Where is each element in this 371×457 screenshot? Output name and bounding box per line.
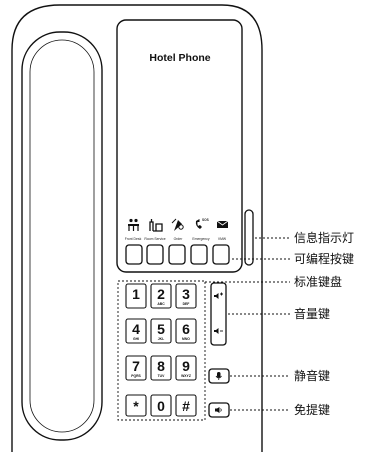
svg-text:MNO: MNO xyxy=(182,337,190,341)
callout-volume: 音量键 xyxy=(294,306,330,321)
svg-text:TUV: TUV xyxy=(158,374,166,378)
svg-text:DEF: DEF xyxy=(183,302,190,306)
svg-text:ABC: ABC xyxy=(157,302,165,306)
callout-handsfree: 免提键 xyxy=(294,402,330,417)
programmable-button-2[interactable] xyxy=(146,244,164,265)
svg-text:6: 6 xyxy=(182,321,190,337)
key-0[interactable]: 0 xyxy=(150,394,172,417)
person-desk-icon xyxy=(128,218,139,231)
fn-label-vmw: VMW xyxy=(218,237,227,241)
svg-text:GHI: GHI xyxy=(133,337,139,341)
speaker-icon xyxy=(215,407,222,413)
programmable-button-3[interactable] xyxy=(168,244,186,265)
phone-body xyxy=(11,4,263,452)
fn-label-order: Order xyxy=(174,237,184,241)
key-2[interactable]: 2 ABC xyxy=(150,283,172,309)
screen-panel xyxy=(116,19,243,273)
svg-text:PQRS: PQRS xyxy=(131,374,141,378)
room-service-icon xyxy=(149,219,163,232)
svg-text:SOS: SOS xyxy=(202,218,209,222)
handsfree-button[interactable] xyxy=(208,402,230,418)
svg-text:5: 5 xyxy=(157,321,165,337)
programmable-button-4[interactable] xyxy=(190,244,208,265)
function-labels: Front Desk Room Service Order Emergency … xyxy=(125,237,227,241)
callout-programmable: 可编程按键 xyxy=(294,251,354,266)
key-4[interactable]: 4 GHI xyxy=(125,318,147,344)
key-1[interactable]: 1 xyxy=(125,283,147,309)
key-hash[interactable]: # xyxy=(175,394,197,417)
callout-indicator: 信息指示灯 xyxy=(294,230,354,245)
key-star[interactable]: * xyxy=(125,394,147,417)
mute-button[interactable] xyxy=(208,368,230,384)
programmable-buttons xyxy=(125,244,230,265)
order-meal-icon xyxy=(171,218,184,231)
svg-text:1: 1 xyxy=(132,286,140,302)
fn-label-emergency: Emergency xyxy=(192,237,209,241)
envelope-icon xyxy=(216,220,229,228)
callout-lines xyxy=(205,237,290,411)
programmable-button-1[interactable] xyxy=(125,244,143,265)
key-8[interactable]: 8 TUV xyxy=(150,355,172,381)
handset-inner xyxy=(29,39,95,433)
key-7[interactable]: 7 PQRS xyxy=(125,355,147,381)
fn-label-front-desk: Front Desk xyxy=(125,237,142,241)
svg-text:8: 8 xyxy=(157,358,165,374)
svg-text:9: 9 xyxy=(182,358,190,374)
svg-text:0: 0 xyxy=(157,398,165,414)
message-indicator-light xyxy=(244,209,254,266)
key-6[interactable]: 6 MNO xyxy=(175,318,197,344)
svg-text:4: 4 xyxy=(132,321,140,337)
svg-text:*: * xyxy=(133,398,139,414)
svg-text:#: # xyxy=(182,398,190,414)
svg-text:2: 2 xyxy=(157,286,165,302)
key-9[interactable]: 9 WXYZ xyxy=(175,355,197,381)
key-3[interactable]: 3 DEF xyxy=(175,283,197,309)
svg-text:JKL: JKL xyxy=(158,337,164,341)
volume-down-icon xyxy=(214,328,223,334)
keypad: 1 2 ABC 3 DEF 4 GHI 5 JKL 6 MNO xyxy=(125,283,197,417)
volume-up-icon xyxy=(214,292,223,299)
screen-title: Hotel Phone xyxy=(149,52,210,64)
function-icons: SOS xyxy=(128,218,229,232)
programmable-button-5[interactable] xyxy=(212,244,230,265)
sos-phone-icon: SOS xyxy=(195,218,209,229)
svg-text:7: 7 xyxy=(132,358,140,374)
keypad-frame xyxy=(117,280,206,421)
callout-keypad: 标准键盘 xyxy=(294,274,342,289)
key-5[interactable]: 5 JKL xyxy=(150,318,172,344)
handset[interactable] xyxy=(21,31,103,441)
svg-text:3: 3 xyxy=(182,286,190,302)
mute-icon xyxy=(215,372,222,380)
callout-mute: 静音键 xyxy=(294,368,330,383)
svg-text:WXYZ: WXYZ xyxy=(181,374,191,378)
fn-label-room-service: Room Service xyxy=(144,237,165,241)
volume-button[interactable] xyxy=(210,282,227,346)
